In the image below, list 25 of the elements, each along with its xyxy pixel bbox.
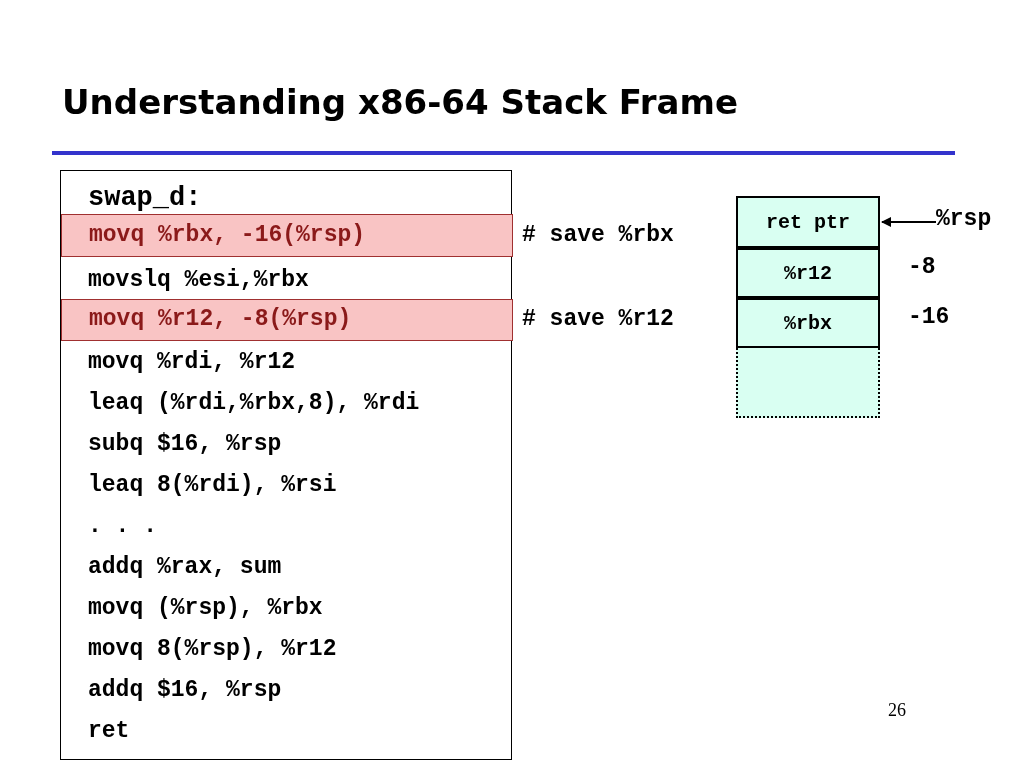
code-comment: # save %rbx: [522, 222, 674, 248]
code-line: movq %rdi, %r12: [88, 349, 296, 375]
slide-title: Understanding x86-64 Stack Frame: [62, 82, 739, 122]
stack-slot: [736, 348, 880, 418]
code-line: movslq %esi,%rbx: [88, 267, 309, 293]
code-line: subq $16, %rsp: [88, 431, 282, 457]
code-line: addq $16, %rsp: [88, 677, 282, 703]
register-label: %rsp: [936, 206, 1006, 236]
offset-label: -8: [908, 254, 936, 280]
arrow: [881, 217, 937, 227]
code-label: swap_d:: [88, 183, 202, 213]
code-line: . . .: [88, 513, 157, 539]
stack-slot: ret ptr: [736, 196, 880, 248]
stack-slot: %r12: [736, 248, 880, 298]
code-comment: # save %r12: [522, 306, 674, 332]
code-line: leaq 8(%rdi), %rsi: [88, 472, 337, 498]
code-line: movq 8(%rsp), %r12: [88, 636, 337, 662]
page-number: 26: [888, 700, 906, 721]
code-line: addq %rax, sum: [88, 554, 282, 580]
code-line: ret: [88, 718, 130, 744]
code-listing-box: [60, 170, 512, 760]
stack-slot: %rbx: [736, 298, 880, 348]
offset-label: -16: [908, 304, 950, 330]
code-line: leaq (%rdi,%rbx,8), %rdi: [88, 390, 420, 416]
code-line: movq (%rsp), %rbx: [88, 595, 323, 621]
